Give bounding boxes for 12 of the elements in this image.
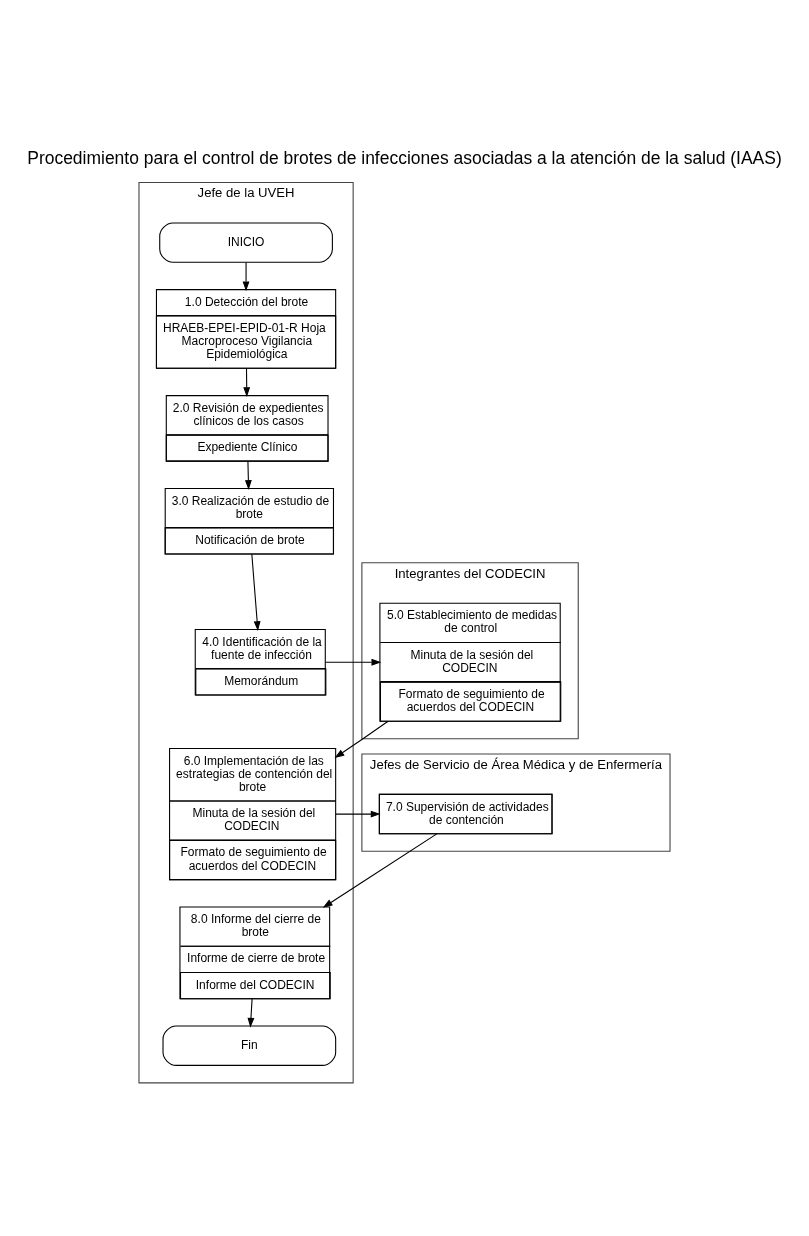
node-box: INICIO (159, 221, 333, 263)
arrow (251, 553, 261, 631)
arrow (244, 460, 252, 490)
arrow (324, 658, 382, 666)
arrow (247, 997, 255, 1028)
arrow (335, 810, 381, 818)
arrow (322, 832, 438, 908)
diagram-title: Procedimiento para el control de brotes de infecciones asociadas a la atención de la salud (IAAS) (27, 147, 782, 168)
arrow (334, 720, 389, 758)
arrow (242, 261, 250, 291)
arrow (243, 367, 251, 397)
node-box: Fin (162, 1025, 337, 1066)
